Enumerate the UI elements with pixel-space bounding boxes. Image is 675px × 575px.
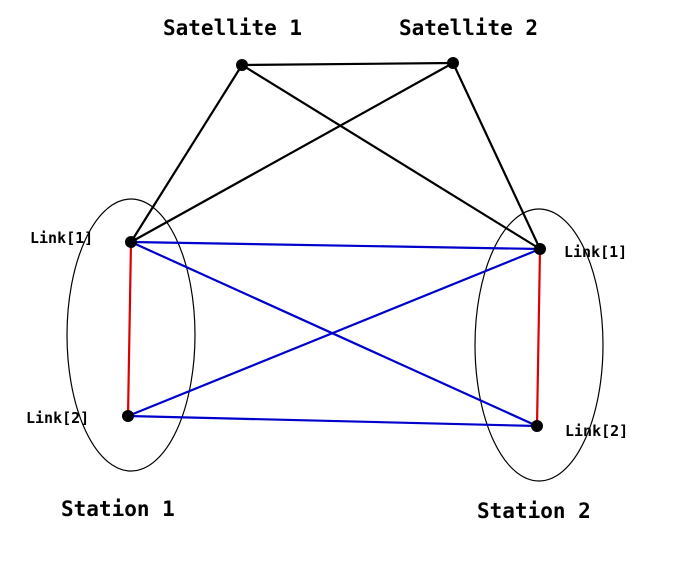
edge-st1-l2-to-st2-l2	[126, 414, 539, 428]
station-1-ellipse	[66, 198, 196, 472]
station-1-label: Station 1	[61, 497, 175, 521]
station-1-link-1-label: Link[1]	[30, 229, 93, 247]
satellite-1-node[interactable]	[236, 59, 248, 71]
station-2-ellipse	[474, 208, 604, 482]
satellite-1-label: Satellite 1	[163, 16, 302, 40]
edge-sat2-to-st1-l1	[129, 61, 455, 244]
edge-sat1-to-st2-l1	[240, 63, 542, 251]
edge-st1-l1-to-st2-l2	[129, 240, 539, 428]
station-2-link-1-node[interactable]	[534, 243, 546, 255]
station-2-label: Station 2	[477, 499, 591, 523]
edge-st1-l1-to-st2-l1	[129, 240, 542, 251]
station-1-link-1-node[interactable]	[125, 236, 137, 248]
satellite-2-label: Satellite 2	[399, 16, 538, 40]
station-1-link-2-node[interactable]	[122, 410, 134, 422]
station-2-link-1-label: Link[1]	[564, 243, 627, 261]
edge-st2-l1-to-st2-l2	[535, 247, 542, 428]
edge-sat1-to-sat2	[240, 61, 455, 67]
edge-sat1-to-st1-l1	[129, 63, 244, 244]
station-1-link-2-label: Link[2]	[26, 409, 89, 427]
edges-group	[126, 61, 542, 428]
station-2-link-2-node[interactable]	[531, 420, 543, 432]
edge-st1-l1-to-st1-l2	[126, 240, 133, 418]
edge-sat2-to-st2-l1	[451, 61, 542, 251]
satellite-2-node[interactable]	[447, 57, 459, 69]
edge-st1-l2-to-st2-l1	[126, 247, 542, 418]
station-2-link-2-label: Link[2]	[565, 422, 628, 440]
nodes-group	[122, 57, 546, 432]
